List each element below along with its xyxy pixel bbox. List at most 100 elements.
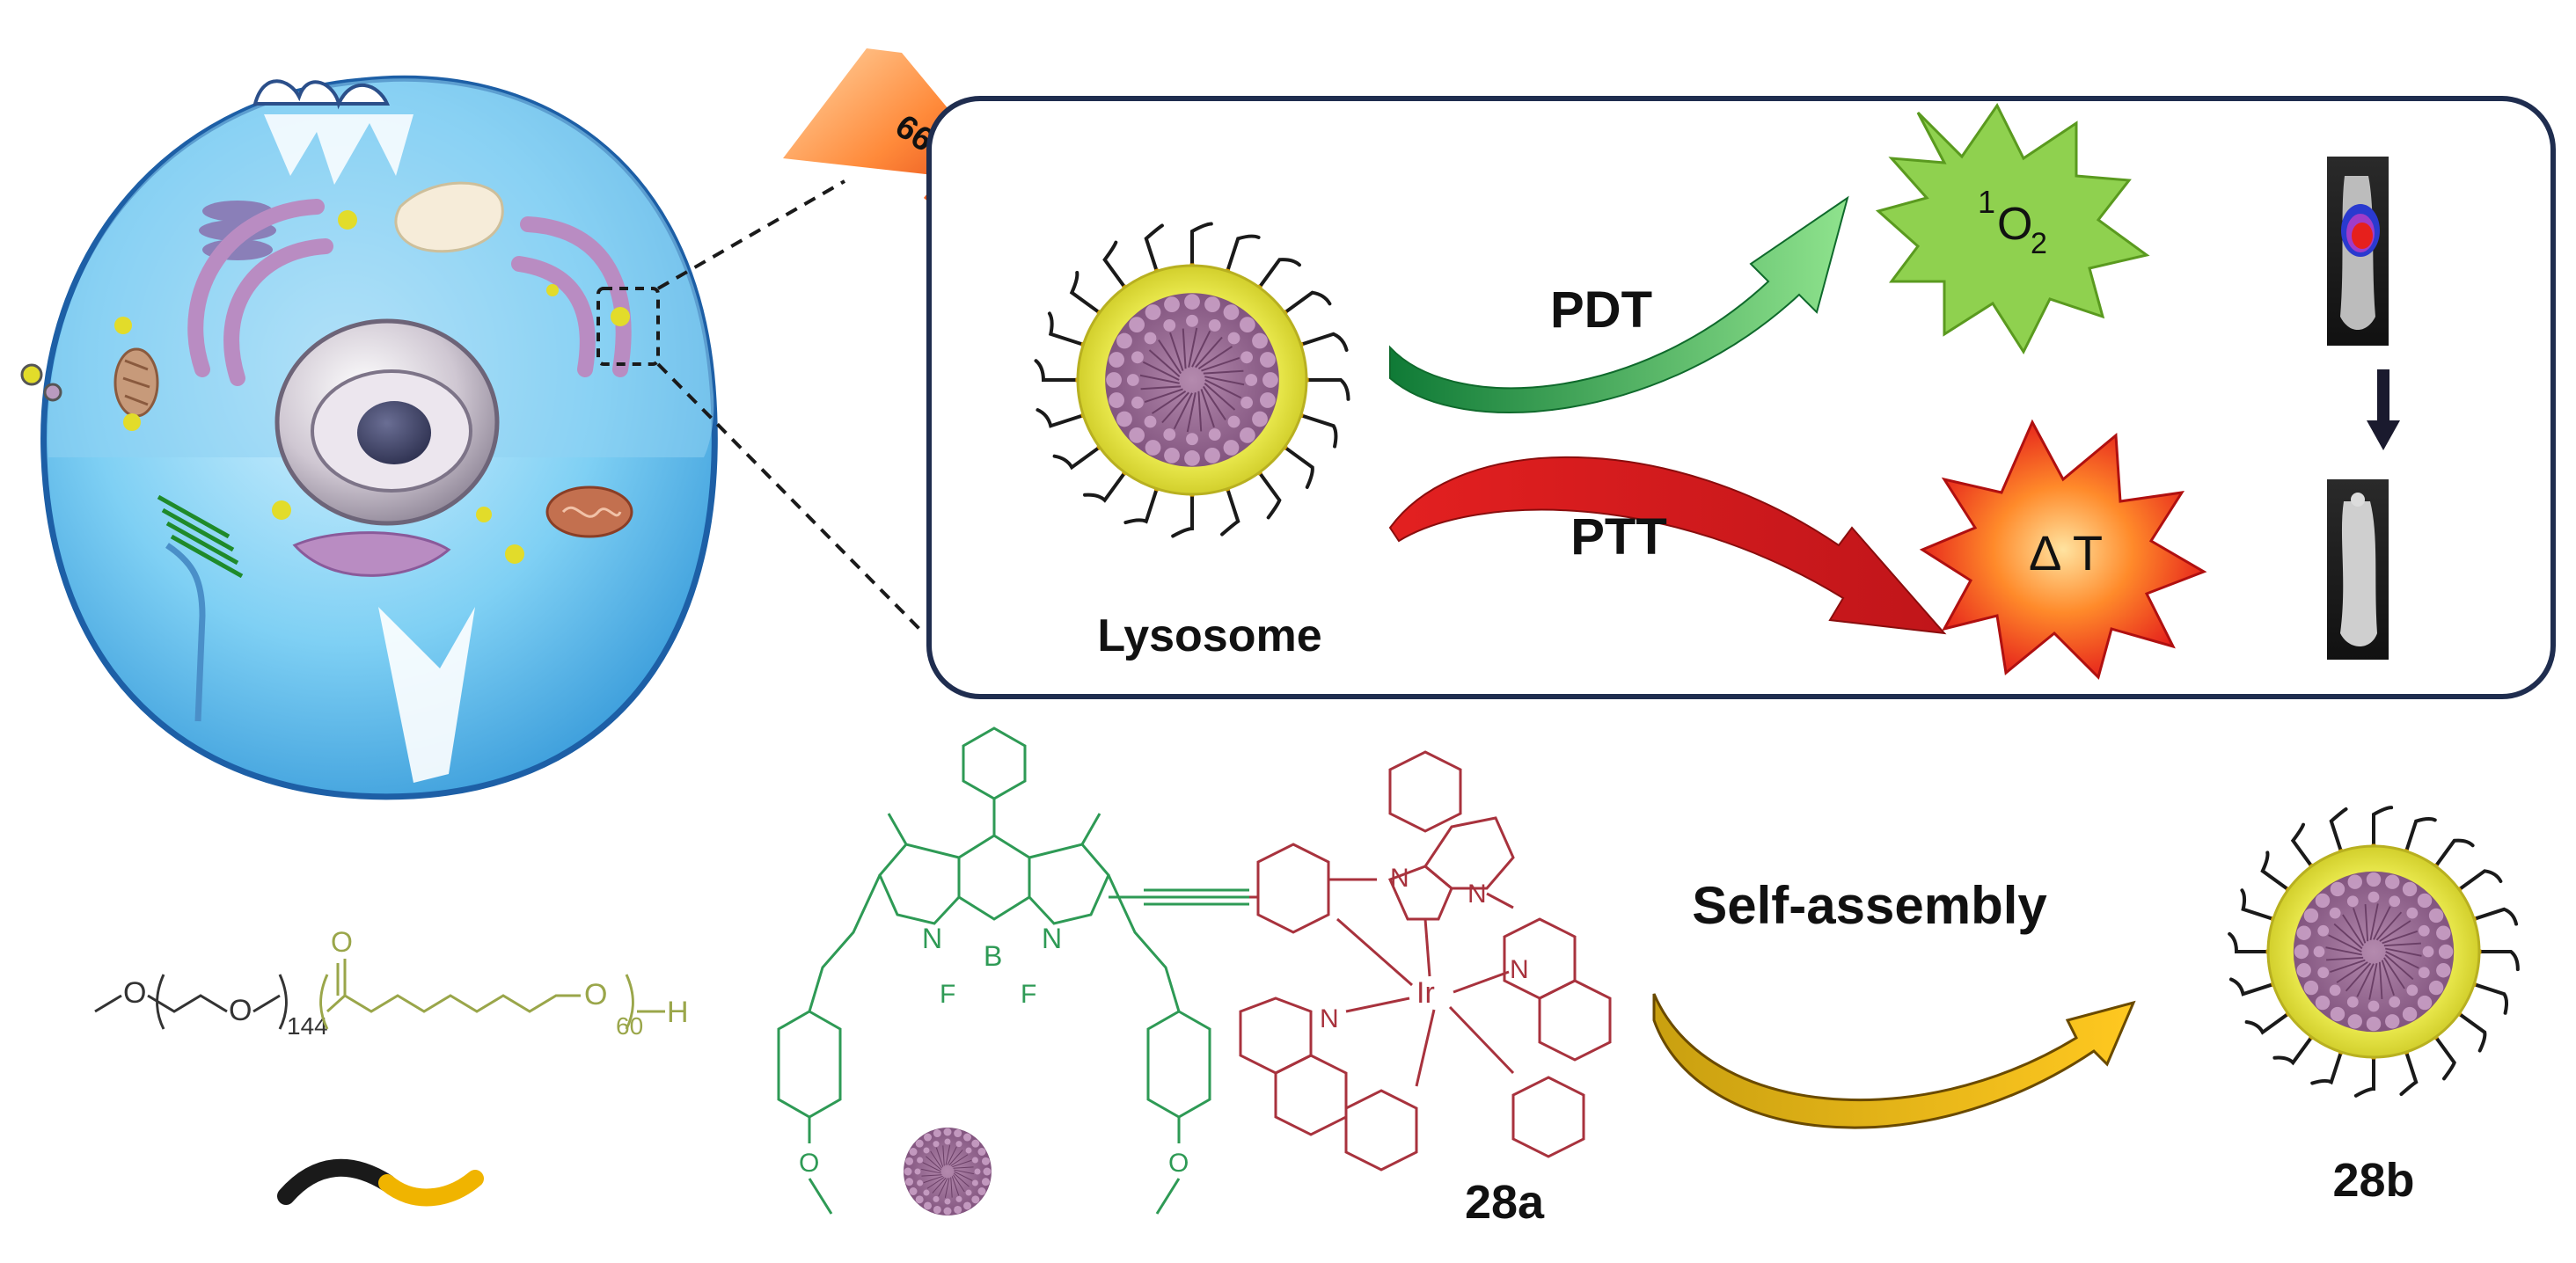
micelle-bead: [2329, 984, 2341, 997]
micelle-bead: [2366, 1016, 2382, 1032]
micelle-bead: [933, 1205, 941, 1214]
peg-chain: [94, 994, 281, 1013]
zoom-line-top: [657, 179, 845, 290]
micelle-bead: [2402, 881, 2418, 897]
cell-stalk: [165, 543, 206, 722]
peg-tail: [2372, 806, 2394, 846]
micelle-bead: [1240, 396, 1253, 409]
micelle-bead: [1227, 332, 1240, 345]
pcl-chain: [326, 959, 581, 1013]
peg-tail: [1052, 446, 1100, 471]
micelle-bead: [1184, 450, 1200, 466]
self-assembly-label: Self-assembly: [1692, 876, 2047, 935]
lysosome-label: Lysosome: [1097, 610, 1321, 661]
micelle-tail: [1195, 336, 1223, 369]
peg-tail: [1258, 258, 1301, 288]
peg-tail: [1220, 489, 1240, 537]
peg-pcl-polymer: O O 144 O O 60 H: [94, 926, 689, 1207]
micelle-bead: [965, 1189, 972, 1196]
micelle-tail: [2330, 959, 2366, 973]
micelle-tail: [1140, 385, 1182, 391]
micelle-bead: [2367, 1000, 2380, 1012]
micelle-bead: [1186, 314, 1198, 327]
micelle-bead: [2315, 893, 2331, 909]
golgi-lower: [292, 531, 451, 577]
bodipy-n-right: N: [1042, 923, 1062, 954]
micelle-tail: [932, 1177, 947, 1194]
pdt-label: PDT: [1550, 281, 1652, 339]
micelle-bead: [2303, 980, 2319, 996]
micelle-bead: [971, 1157, 978, 1164]
pdt-arrow: [1389, 195, 1849, 413]
micelle-bead: [963, 1133, 971, 1142]
micelle-tail: [950, 1177, 953, 1198]
micelle-bead: [923, 1189, 930, 1196]
bodipy-fluorine-right: F: [1021, 980, 1036, 1009]
panel-nanoparticle: [1034, 222, 1350, 538]
micelle-bead: [915, 1195, 924, 1204]
benzimidazole-benzo: [1423, 816, 1515, 890]
micelle-tail: [2353, 908, 2367, 944]
peg-tail: [2404, 816, 2437, 851]
micelle-bead: [2428, 980, 2444, 996]
micelle-bead: [2346, 895, 2359, 908]
pcl-repeat-count: 60: [616, 1012, 643, 1040]
micelle-bead: [2330, 1006, 2345, 1022]
micelle-tail: [1191, 330, 1211, 368]
peg-oxygen-2: O: [229, 994, 252, 1027]
benzimidazole-n-1: N: [1390, 864, 1409, 893]
micelle-bead: [924, 1201, 932, 1210]
peg-tail: [1190, 222, 1213, 266]
ptt-label: PTT: [1570, 508, 1667, 566]
micelle-bead: [2385, 874, 2400, 889]
bzq-left-ring-2: [1274, 1054, 1348, 1136]
micelle-bead: [1186, 433, 1198, 446]
micelle-bead: [924, 1133, 932, 1142]
micelle-bead: [1259, 392, 1276, 408]
peg-tail: [1301, 332, 1349, 352]
peg-tail: [2459, 869, 2503, 891]
micelle-tail: [926, 1177, 945, 1189]
micelle-bead: [981, 1157, 990, 1165]
micelle-bead: [1106, 372, 1122, 388]
micelle-bead: [914, 1168, 921, 1175]
micelle-tail: [2382, 931, 2418, 945]
peg-tail: [2434, 838, 2475, 866]
cytoskeleton-top: [264, 114, 413, 185]
ir-linked-phenyl: [1256, 843, 1330, 934]
singlet-oxygen-superscript: 1: [1978, 184, 1995, 220]
micelle-bead: [2402, 1006, 2418, 1022]
micelle-bead: [2389, 895, 2401, 908]
heat-burst: [1919, 419, 2207, 680]
micelle-tail: [2383, 942, 2421, 947]
micelle-bead: [2303, 908, 2319, 924]
micelle-bead: [2346, 996, 2359, 1008]
alkyne-linker: [1109, 888, 1249, 906]
peg-tail: [2290, 822, 2313, 866]
micelle-tail: [922, 1162, 941, 1172]
micelle-bead: [2329, 907, 2341, 919]
peg-oxygen-1: O: [123, 976, 146, 1010]
micelle-bead: [2406, 984, 2419, 997]
micelle-bead: [944, 1198, 951, 1205]
micelle-bead: [2417, 995, 2433, 1011]
micelle-tail: [2373, 906, 2391, 940]
micelle-bead: [1252, 332, 1268, 349]
micelle-tail: [935, 1147, 944, 1167]
micelle-tail: [1139, 374, 1180, 384]
peg-tail: [1306, 378, 1350, 401]
micelle-tail: [1204, 383, 1236, 411]
micelle-bead: [1116, 411, 1132, 427]
lysosome-panel: Lysosome PDT PTT 1 O 2 Δ T: [926, 96, 2556, 699]
micelle-bead: [2406, 907, 2419, 919]
micelle-bead: [1184, 294, 1200, 310]
self-assembly-arrow: [1652, 993, 2136, 1129]
singlet-oxygen-symbol: O: [1997, 199, 2032, 250]
micelle-bead: [923, 1147, 930, 1154]
micelle-bead: [2422, 945, 2434, 958]
micelle-bead: [1131, 351, 1144, 364]
micelle-bead: [2294, 944, 2309, 960]
micelle-tail: [2345, 962, 2372, 992]
peg-tail: [2434, 1037, 2456, 1081]
peg-tail: [2310, 1052, 2343, 1085]
